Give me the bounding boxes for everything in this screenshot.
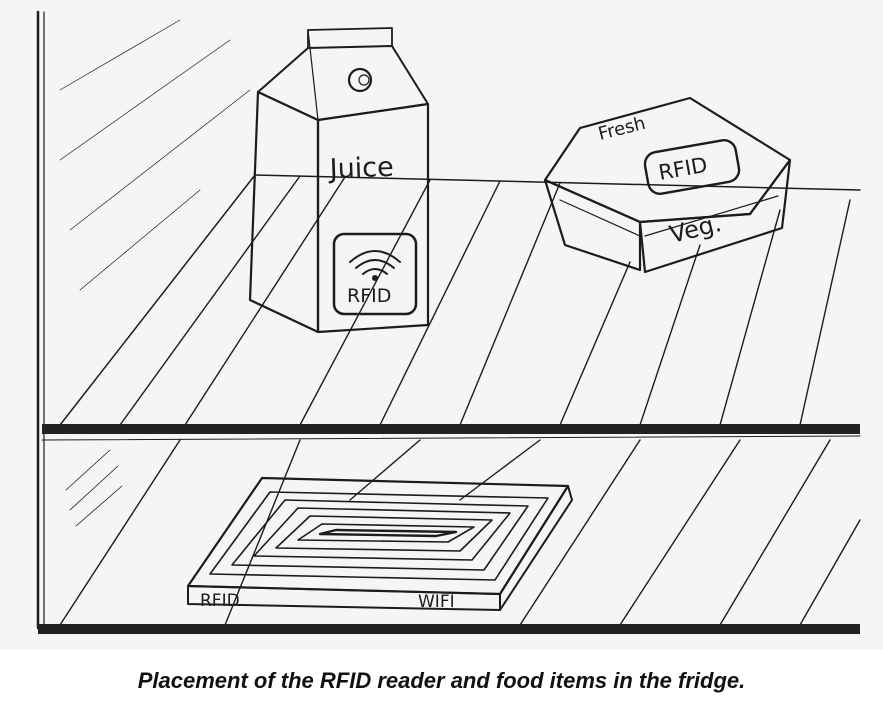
reader-rfid-label: RFID bbox=[200, 591, 240, 611]
antenna-coil-icon bbox=[209, 491, 549, 581]
reader-wifi-label: WIFI bbox=[418, 592, 455, 612]
juice-rfid-label: RFID bbox=[347, 285, 391, 307]
juice-carton: Juice RFID bbox=[248, 27, 430, 334]
juice-rfid-tag bbox=[332, 232, 418, 316]
lower-shelf-edge bbox=[38, 624, 860, 634]
carton-cap-icon bbox=[347, 67, 373, 93]
veg-rfid-tag bbox=[643, 139, 741, 195]
paper-background bbox=[0, 0, 883, 650]
fridge-sketch: Juice RFID Fresh RFID Veg. bbox=[0, 0, 883, 650]
fridge-left-wall bbox=[36, 10, 251, 630]
juice-label: Juice bbox=[327, 152, 394, 185]
upper-shelf bbox=[41, 174, 861, 441]
lower-shelf bbox=[38, 439, 861, 634]
rfid-reader-pad: RFID WIFI bbox=[186, 476, 573, 612]
upper-shelf-edge bbox=[42, 424, 860, 434]
figure-caption: Placement of the RFID reader and food it… bbox=[137, 668, 746, 693]
wifi-signal-icon bbox=[349, 250, 401, 281]
